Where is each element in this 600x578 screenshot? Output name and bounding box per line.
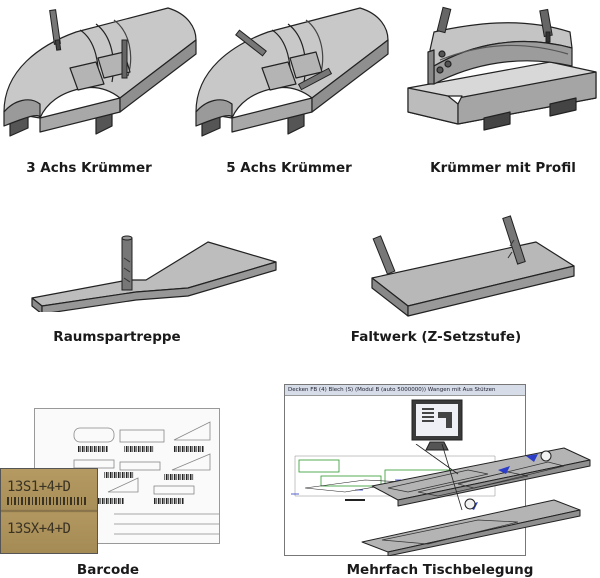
monitor-icon (411, 399, 463, 451)
barcode-photo: 13S1+4+D 13SX+4+D (0, 468, 98, 554)
caption-5-axis-bend: 5 Achs Krümmer (226, 160, 352, 176)
five-axis-bend-illustration (195, 7, 389, 137)
bend-with-profile-illustration (407, 6, 597, 131)
barcode-strips (78, 446, 204, 504)
software-window-title: Decken FB (4) Blech (S) (Modul B (auto 5… (288, 387, 496, 393)
folded-plate-z-riser-illustration (371, 215, 575, 317)
caption-3-axis-bend: 3 Achs Krümmer (26, 160, 152, 176)
three-axis-bend-illustration (3, 7, 197, 137)
caption-folded-plate: Faltwerk (Z-Setzstufe) (350, 329, 522, 345)
cnc-table-boards-illustration (361, 444, 591, 556)
space-saving-stair-illustration (31, 235, 277, 312)
nesting-layout-view (291, 455, 496, 501)
caption-space-saving-stair: Raumspartreppe (53, 329, 181, 345)
caption-bend-with-profile: Krümmer mit Profil (430, 160, 576, 176)
caption-barcode: Barcode (76, 562, 140, 578)
barcode-photo-label-bottom: 13SX+4+D (7, 521, 71, 537)
software-window-titlebar: Decken FB (4) Blech (S) (Modul B (auto 5… (285, 385, 525, 396)
barcode-photo-label-top: 13S1+4+D (7, 479, 71, 495)
caption-multi-table-nesting: Mehrfach Tischbelegung (346, 562, 534, 578)
